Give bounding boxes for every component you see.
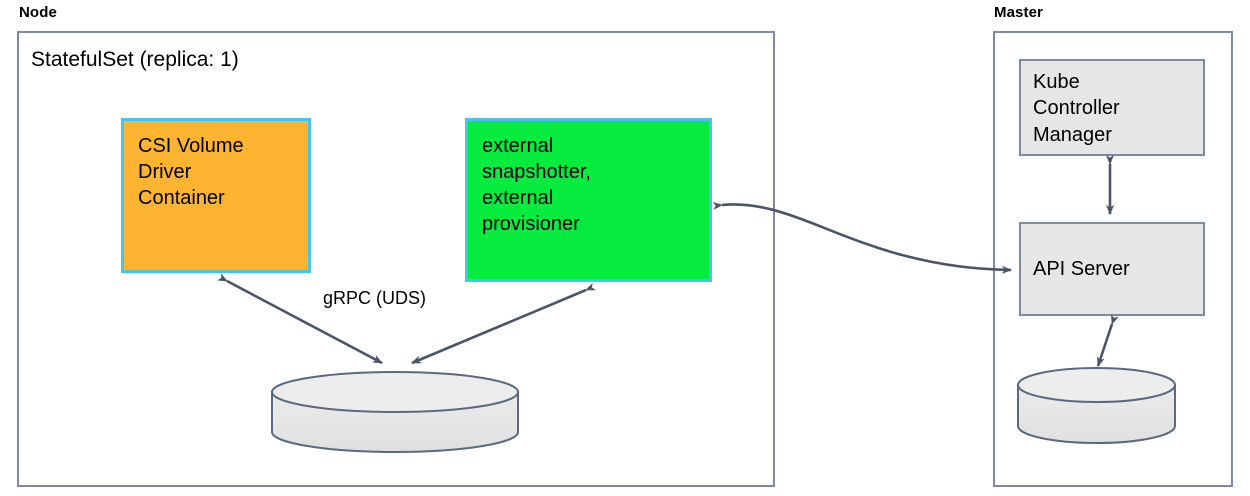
- external-sidecars-box[interactable]: external snapshotter, external provision…: [465, 118, 712, 282]
- api-server-box[interactable]: API Server: [1019, 222, 1205, 316]
- external-sidecars-label: external snapshotter, external provision…: [482, 135, 591, 235]
- csi-volume-driver-container-label: CSI Volume Driver Container: [138, 135, 244, 209]
- statefulset-title: StatefulSet (replica: 1): [31, 48, 239, 71]
- kube-controller-manager-label: Kube Controller Manager: [1033, 71, 1120, 146]
- kube-controller-manager-box[interactable]: Kube Controller Manager: [1019, 59, 1205, 156]
- csi-volume-driver-container-box[interactable]: CSI Volume Driver Container: [121, 118, 311, 273]
- grpc-uds-edge-label: gRPC (UDS): [323, 288, 427, 308]
- group-label-master: Master: [994, 4, 1043, 21]
- api-server-label: API Server: [1033, 257, 1130, 280]
- group-label-node: Node: [19, 4, 57, 21]
